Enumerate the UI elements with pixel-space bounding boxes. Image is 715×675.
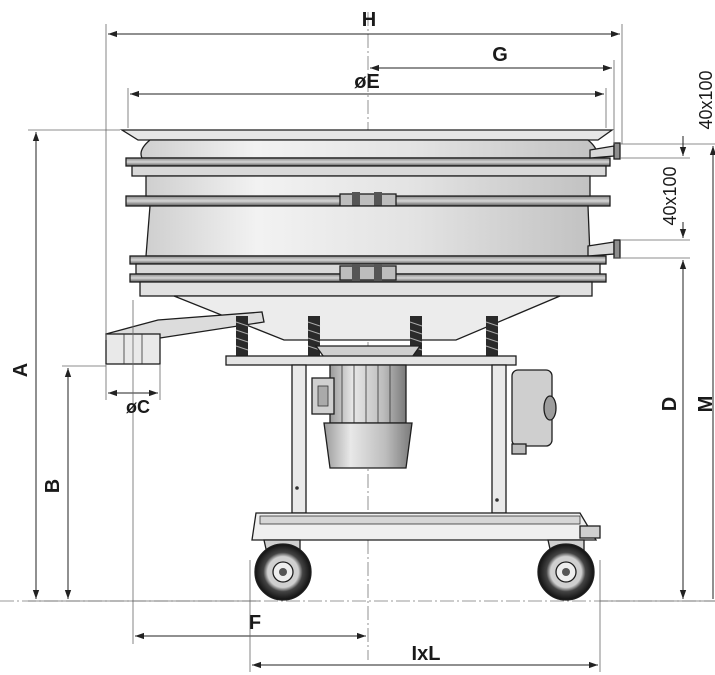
top-lid-rim — [119, 129, 615, 141]
label-IxL: IxL — [412, 643, 441, 665]
label-F: F — [249, 612, 261, 634]
label-M: M — [695, 396, 715, 413]
upper-drum — [140, 139, 598, 159]
dimension-G — [370, 60, 615, 144]
label-H: H — [362, 9, 376, 31]
leg-left — [291, 364, 307, 514]
label-B: B — [42, 479, 64, 493]
dimension-outlet-lower — [620, 222, 690, 241]
label-D: D — [659, 397, 681, 411]
vibration-motor — [311, 364, 413, 469]
outlet-upper — [589, 142, 621, 160]
caster-wheel-right — [537, 539, 595, 601]
spring-right-outer — [485, 316, 499, 356]
dimension-M — [620, 143, 715, 599]
upper-clamp-ring — [125, 157, 611, 167]
label-E: øE — [354, 71, 380, 93]
lower-latch — [339, 264, 397, 282]
sieve-machine — [105, 129, 621, 601]
dimension-IxL — [249, 560, 601, 672]
label-outlet-upper: 40x100 — [696, 70, 715, 129]
base-ring — [139, 281, 593, 297]
label-G: G — [492, 44, 508, 66]
upper-latch — [339, 192, 397, 208]
dimension-H — [105, 24, 623, 340]
upper-sieve-frame — [145, 175, 591, 197]
dimension-A — [28, 129, 260, 602]
outlet-lower — [587, 239, 621, 259]
dimension-outlet-upper — [620, 136, 690, 159]
label-outlet-lower: 40x100 — [660, 166, 680, 225]
caster-wheel-left — [254, 539, 312, 601]
dimension-E — [127, 88, 607, 128]
dimension-D — [600, 257, 715, 602]
lower-clamp-ring — [129, 255, 607, 265]
label-A: A — [10, 363, 32, 377]
mounting-platform — [225, 355, 517, 366]
side-drive-unit — [511, 369, 557, 455]
lower-drum — [145, 205, 591, 257]
dimension-F — [132, 300, 366, 644]
spring-left-outer — [235, 316, 249, 356]
dimension-B — [62, 365, 106, 599]
label-C: øC — [126, 397, 150, 417]
leg-right — [491, 364, 507, 514]
